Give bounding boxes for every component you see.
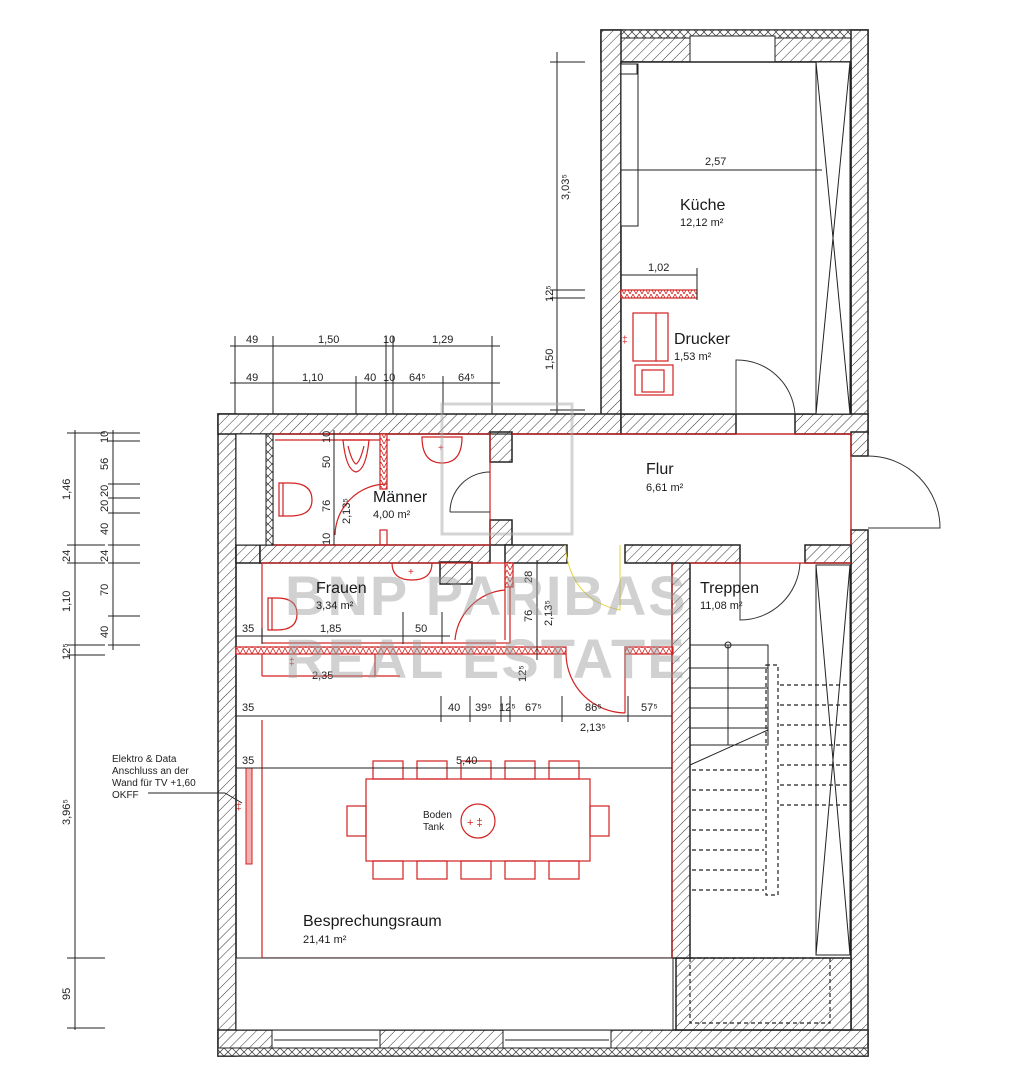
dim-leftin-7: 40 (99, 626, 111, 638)
svg-text:‡: ‡ (622, 335, 628, 346)
note-line-0: Elektro & Data (112, 754, 177, 765)
room-kueche-area: 12,12 m² (680, 217, 724, 229)
room-besprechung-name: Besprechungsraum (303, 913, 442, 930)
dim-leftin-6: 70 (99, 584, 111, 596)
dim-top2-4: 64⁵ (409, 372, 426, 384)
dim-left-1: 24 (61, 550, 73, 562)
dim-leftin-1: 56 (99, 458, 111, 470)
room-flur-name: Flur (646, 461, 674, 478)
dim-top2-2: 40 (364, 372, 376, 384)
dim-mid-2: 39⁵ (475, 702, 492, 714)
dim-top1-0: 49 (246, 334, 258, 346)
dim-maenner-v2: 76 (321, 500, 333, 512)
room-drucker-area: 1,53 m² (674, 351, 712, 363)
dim-mid-0: 35 (242, 702, 254, 714)
dim-leftin-2: 20 (99, 485, 111, 497)
room-flur-area: 6,61 m² (646, 482, 684, 494)
dim-maenner-v0: 10 (321, 431, 333, 443)
room-frauen-name: Frauen (316, 580, 367, 597)
dim-left-3: 12⁵ (61, 643, 73, 660)
room-treppen-area: 11,08 m² (700, 600, 743, 612)
svg-text:‡: ‡ (289, 657, 295, 668)
dim-frauenv-3: 12⁵ (517, 665, 529, 682)
note-line-1: Anschluss an der (112, 766, 189, 777)
note-line-3: OKFF (112, 790, 139, 801)
room-outlines: + + ‡ ‡ (235, 433, 852, 1031)
room-maenner-area: 4,00 m² (373, 509, 411, 521)
dim-frauenv-2: 2,13⁵ (543, 600, 555, 626)
dim-mid-3: 12⁵ (499, 702, 516, 714)
svg-text:+ ‡: + ‡ (467, 817, 483, 829)
dim-leftin-3: 20 (99, 500, 111, 512)
room-treppen-name: Treppen (700, 580, 759, 597)
note-line-2: Wand für TV +1,60 (112, 778, 196, 789)
dim-mid-6: 57⁵ (641, 702, 658, 714)
dim-maenner-v3: 2,13⁵ (341, 498, 353, 524)
conference-table: + ‡ Boden Tank (346, 760, 610, 880)
svg-text:‡: ‡ (236, 802, 242, 813)
watermark-line1: BNP PARIBAS (285, 564, 688, 627)
dimension-labels: 49 1,50 10 1,29 49 1,10 40 10 64⁵ 64⁵ 1,… (61, 156, 726, 1000)
dimension-lines (67, 52, 822, 1030)
dim-kueche-v0: 3,03⁵ (560, 174, 572, 200)
dim-frauen-bottom: 2,35 (312, 670, 333, 682)
room-maenner-name: Männer (373, 489, 428, 506)
dim-top1-3: 1,29 (432, 334, 453, 346)
dim-besp-width: 5,40 (456, 755, 477, 767)
dim-top2-3: 10 (383, 372, 395, 384)
dim-drucker-width: 1,02 (648, 262, 669, 274)
room-drucker-name: Drucker (674, 331, 731, 348)
dim-left-0: 1,46 (61, 479, 73, 500)
boden-label: Boden (423, 810, 452, 821)
dim-kueche-width: 2,57 (705, 156, 726, 168)
dim-top2-1: 1,10 (302, 372, 323, 384)
room-frauen-area: 3,34 m² (316, 600, 354, 612)
dim-frauen-0: 35 (242, 623, 254, 635)
dim-left-4: 3,96⁵ (61, 799, 73, 825)
dim-maenner-v1: 50 (321, 456, 333, 468)
flur-treppen (512, 359, 941, 1024)
dim-left-2: 1,10 (61, 591, 73, 612)
dim-frauen-1: 1,85 (320, 623, 341, 635)
room-besprechung-area: 21,41 m² (303, 934, 347, 946)
elektro-note: Elektro & Data Anschluss an der Wand für… (112, 754, 196, 801)
dim-maenner-v4: 10 (321, 533, 333, 545)
room-labels: Küche 12,12 m² Drucker 1,53 m² Männer 4,… (303, 197, 759, 946)
dim-frauenv-1: 76 (523, 610, 535, 622)
watermark-line2: REAL ESTATE (285, 627, 687, 690)
watermark: BNP PARIBAS REAL ESTATE (285, 402, 688, 690)
dim-left-5: 95 (61, 988, 73, 1000)
dim-mid-1: 40 (448, 702, 460, 714)
dim-top1-2: 10 (383, 334, 395, 346)
dim-besp-35: 35 (242, 755, 254, 767)
kitchen-fixtures: ‡ (620, 61, 852, 415)
dim-kueche-v1: 12⁵ (544, 285, 556, 302)
dim-leftin-0: 10 (99, 431, 111, 443)
dim-mid-total: 2,13⁵ (580, 722, 606, 734)
svg-text:+: + (408, 567, 414, 578)
dim-leftin-4: 40 (99, 523, 111, 535)
dim-top1-1: 1,50 (318, 334, 339, 346)
dim-kueche-v2: 1,50 (544, 349, 556, 370)
dim-leftin-5: 24 (99, 550, 111, 562)
dim-frauenv-0: 28 (523, 571, 535, 583)
dim-mid-4: 67⁵ (525, 702, 542, 714)
dim-top2-0: 49 (246, 372, 258, 384)
dim-top2-5: 64⁵ (458, 372, 475, 384)
dim-frauen-2: 50 (415, 623, 427, 635)
tank-label: Tank (423, 822, 445, 833)
dim-mid-5: 86⁵ (585, 702, 602, 714)
room-kueche-name: Küche (680, 197, 725, 214)
